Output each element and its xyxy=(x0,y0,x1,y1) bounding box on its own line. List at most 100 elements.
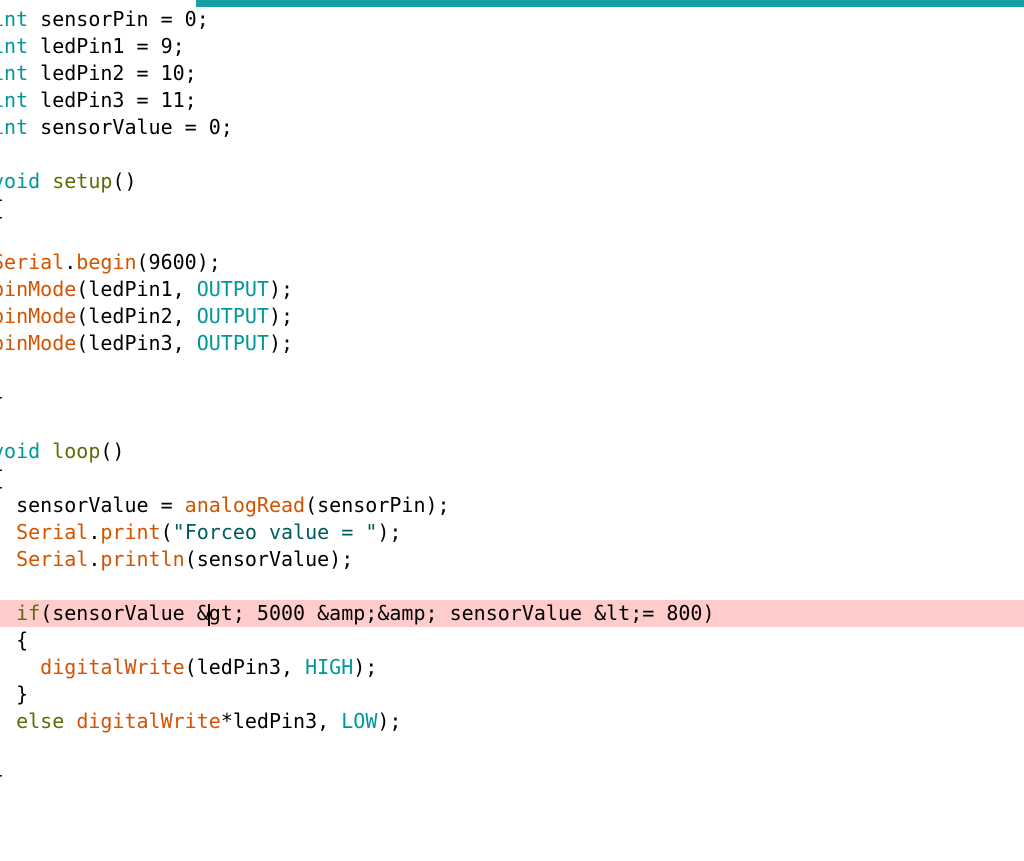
code-line-text: int ledPin3 = 11; xyxy=(0,87,197,114)
code-line[interactable] xyxy=(0,141,1024,168)
code-token: ledPin3 = 11; xyxy=(28,88,197,112)
code-line[interactable]: { xyxy=(0,627,1024,654)
code-line-text: { xyxy=(0,627,28,654)
code-token: *ledPin3, xyxy=(220,709,342,733)
code-token: ledPin2 = 10; xyxy=(28,61,197,85)
code-token: pinMode xyxy=(0,331,77,355)
code-line[interactable]: { xyxy=(0,195,1024,222)
code-line[interactable]: digitalWrite(ledPin3, HIGH); xyxy=(0,654,1024,681)
code-token xyxy=(0,520,16,544)
code-token: begin xyxy=(76,250,137,274)
code-token: } xyxy=(16,682,29,706)
code-line-text: int sensorPin = 0; xyxy=(0,6,209,33)
code-token: { xyxy=(0,196,4,220)
code-token: (9600); xyxy=(136,250,221,274)
code-token: () xyxy=(100,439,125,463)
code-token: else xyxy=(16,709,65,733)
code-line[interactable]: Serial.println(sensorValue); xyxy=(0,546,1024,573)
code-token: (ledPin2, xyxy=(76,304,197,328)
code-line-error[interactable]: if(sensorValue &gt; 5000 &amp;&amp; sens… xyxy=(0,600,1024,627)
code-token: OUTPUT xyxy=(196,331,269,355)
code-token xyxy=(0,601,16,625)
code-token xyxy=(40,439,52,463)
code-token: int xyxy=(0,34,29,58)
code-token: setup xyxy=(52,169,113,193)
code-token: ledPin1 = 9; xyxy=(28,34,185,58)
code-token: print xyxy=(100,520,161,544)
code-line-text: } xyxy=(0,681,28,708)
code-line-text: int ledPin1 = 9; xyxy=(0,33,185,60)
code-token: int xyxy=(0,61,29,85)
code-line[interactable] xyxy=(0,357,1024,384)
code-token: ); xyxy=(377,709,402,733)
code-token xyxy=(40,169,52,193)
code-token: HIGH xyxy=(305,655,354,679)
code-token: { xyxy=(0,466,4,490)
code-token xyxy=(64,709,76,733)
code-line-text: void loop() xyxy=(0,438,124,465)
code-token: "Forceo value = " xyxy=(172,520,378,544)
code-line[interactable]: } xyxy=(0,384,1024,411)
code-line-text: { xyxy=(0,195,4,222)
code-token: ); xyxy=(268,331,294,355)
code-line[interactable]: pinMode(ledPin1, OUTPUT); xyxy=(0,276,1024,303)
code-token: void xyxy=(0,169,41,193)
code-token: ); xyxy=(268,277,294,301)
code-line[interactable]: } xyxy=(0,762,1024,789)
code-line[interactable]: } xyxy=(0,681,1024,708)
code-line-text: int ledPin2 = 10; xyxy=(0,60,197,87)
code-line[interactable]: { xyxy=(0,465,1024,492)
code-line[interactable] xyxy=(0,573,1024,600)
code-line-text: pinMode(ledPin3, OUTPUT); xyxy=(0,330,293,357)
code-token: . xyxy=(64,250,77,274)
code-line[interactable]: Serial.begin(9600); xyxy=(0,249,1024,276)
code-token: println xyxy=(100,547,185,571)
code-token: ); xyxy=(268,304,294,328)
editor-tab-bar-accent xyxy=(196,0,1024,7)
code-line[interactable]: int sensorValue = 0; xyxy=(0,114,1024,141)
code-line[interactable]: int ledPin3 = 11; xyxy=(0,87,1024,114)
code-line[interactable] xyxy=(0,735,1024,762)
code-line[interactable]: else digitalWrite*ledPin3, LOW); xyxy=(0,708,1024,735)
code-line[interactable]: Serial.print("Forceo value = "); xyxy=(0,519,1024,546)
code-token: (ledPin1, xyxy=(76,277,197,301)
code-line[interactable] xyxy=(0,222,1024,249)
code-token: pinMode xyxy=(0,304,77,328)
code-token: gt; 5000 &amp;&amp; sensorValue &lt;= 80… xyxy=(208,601,715,625)
code-line[interactable]: sensorValue = analogRead(sensorPin); xyxy=(0,492,1024,519)
code-line[interactable] xyxy=(0,411,1024,438)
code-token: ( xyxy=(160,520,173,544)
code-line-text: int sensorValue = 0; xyxy=(0,114,233,141)
code-token: } xyxy=(0,385,4,409)
code-line-text: } xyxy=(0,762,4,789)
code-token: digitalWrite xyxy=(40,655,185,679)
code-token: Serial xyxy=(16,520,89,544)
code-line[interactable]: int sensorPin = 0; xyxy=(0,6,1024,33)
code-token: . xyxy=(88,520,101,544)
code-token: if xyxy=(16,601,41,625)
code-token: sensorValue = 0; xyxy=(28,115,233,139)
code-line[interactable]: pinMode(ledPin2, OUTPUT); xyxy=(0,303,1024,330)
code-token: (ledPin3, xyxy=(184,655,306,679)
code-line-text: Serial.print("Forceo value = "); xyxy=(0,519,401,546)
code-token: loop xyxy=(52,439,101,463)
code-line[interactable]: void loop() xyxy=(0,438,1024,465)
code-token: LOW xyxy=(341,709,378,733)
code-line-text: if(sensorValue &gt; 5000 &amp;&amp; sens… xyxy=(0,600,715,627)
code-line-text: Serial.begin(9600); xyxy=(0,249,221,276)
code-token: ); xyxy=(377,520,402,544)
code-token: void xyxy=(0,439,41,463)
code-line[interactable]: int ledPin2 = 10; xyxy=(0,60,1024,87)
code-line-text: { xyxy=(0,465,4,492)
code-token: Serial xyxy=(0,250,65,274)
code-token: { xyxy=(16,628,29,652)
code-line-text: Serial.println(sensorValue); xyxy=(0,546,353,573)
code-token: OUTPUT xyxy=(196,304,269,328)
code-token: Serial xyxy=(16,547,89,571)
code-line[interactable]: pinMode(ledPin3, OUTPUT); xyxy=(0,330,1024,357)
code-line[interactable]: int ledPin1 = 9; xyxy=(0,33,1024,60)
code-lines[interactable]: int sensorPin = 0;int ledPin1 = 9;int le… xyxy=(0,6,1024,789)
code-line[interactable]: void setup() xyxy=(0,168,1024,195)
code-token: . xyxy=(88,547,101,571)
